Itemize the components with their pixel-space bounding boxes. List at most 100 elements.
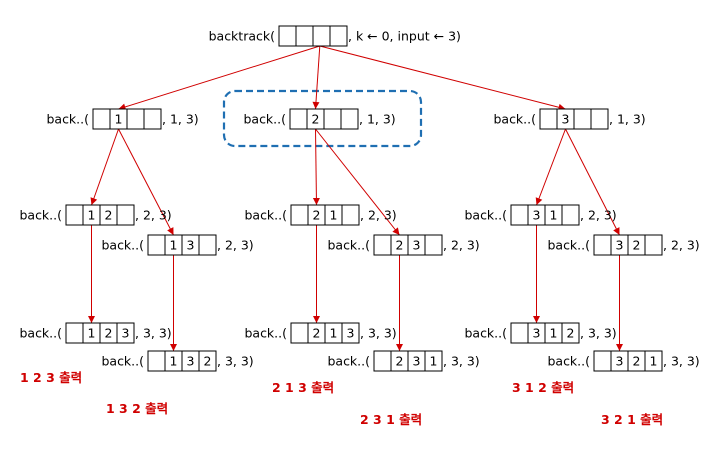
call-prefix: back..( bbox=[547, 238, 590, 253]
array-cell bbox=[539, 108, 558, 130]
array-cell-value: 3 bbox=[347, 326, 355, 341]
array-cell bbox=[561, 204, 580, 226]
call-prefix: backtrack( bbox=[209, 29, 275, 44]
edge-n3-n32 bbox=[565, 128, 620, 236]
call-suffix: , k ← 0, input ← 3) bbox=[348, 29, 461, 44]
arrowhead-n3-n32 bbox=[613, 227, 620, 235]
call-prefix: back..( bbox=[243, 112, 286, 127]
array-cell bbox=[373, 350, 392, 372]
output-label-o231: 2 3 1 출력 bbox=[360, 412, 422, 427]
array-cell bbox=[341, 322, 360, 344]
array-cell bbox=[644, 234, 663, 256]
array-cell bbox=[65, 204, 84, 226]
call-suffix: , 2, 3) bbox=[663, 238, 700, 253]
array-cell bbox=[143, 108, 162, 130]
call-node-n3: back..( 3 , 1, 3) bbox=[493, 108, 646, 130]
array-cell bbox=[424, 350, 443, 372]
highlight-box-n2 bbox=[222, 89, 423, 148]
call-suffix: , 2, 3) bbox=[580, 208, 617, 223]
output-label-o321: 3 2 1 출력 bbox=[601, 412, 663, 427]
array-cell-value: 3 bbox=[413, 354, 421, 369]
array-cell-value: 2 bbox=[105, 326, 113, 341]
array-cell-value: 2 bbox=[396, 354, 404, 369]
edge-n2-n21 bbox=[315, 128, 317, 206]
array-cell-value: 1 bbox=[88, 208, 96, 223]
edge-n2-n23 bbox=[315, 128, 400, 236]
array-cell bbox=[290, 322, 309, 344]
call-node-n1: back..(1, 1, 3) bbox=[46, 108, 199, 130]
array-cell bbox=[116, 204, 135, 226]
call-prefix: back..( bbox=[464, 326, 507, 341]
array-cell bbox=[323, 108, 342, 130]
call-prefix: back..( bbox=[327, 238, 370, 253]
call-prefix: back..( bbox=[244, 208, 287, 223]
array-cell-value: 3 bbox=[616, 238, 624, 253]
array-cell-value: 3 bbox=[187, 354, 195, 369]
array-cell-value: 1 bbox=[330, 208, 338, 223]
call-suffix: , 2, 3) bbox=[135, 208, 172, 223]
arrowhead-n21-n213 bbox=[313, 316, 320, 323]
call-suffix: , 3, 3) bbox=[580, 326, 617, 341]
arrowhead-n3-n31 bbox=[535, 197, 543, 205]
call-prefix: back..( bbox=[101, 354, 144, 369]
array-cell bbox=[116, 322, 135, 344]
array-cell bbox=[126, 108, 145, 130]
array-cell-value: 2 bbox=[313, 208, 321, 223]
edge-root-n1 bbox=[118, 45, 320, 110]
array-cell bbox=[65, 322, 84, 344]
call-prefix: back..( bbox=[547, 354, 590, 369]
array-cell bbox=[147, 234, 166, 256]
array-cell-value: 3 bbox=[122, 326, 130, 341]
arrowhead-root-n2 bbox=[312, 101, 320, 109]
call-prefix: back..( bbox=[493, 112, 536, 127]
call-prefix: back..( bbox=[101, 238, 144, 253]
arrowhead-n13-n132 bbox=[170, 344, 177, 351]
array-cell-value: 2 bbox=[204, 354, 212, 369]
arrowhead-n1-n13 bbox=[167, 227, 174, 235]
arrowhead-n1-n12 bbox=[90, 197, 98, 205]
array-cell bbox=[510, 322, 529, 344]
array-cell-value: 1 bbox=[170, 238, 178, 253]
array-cell-value: 3 bbox=[562, 112, 570, 127]
arrowhead-n32-n321 bbox=[616, 344, 623, 351]
call-suffix: , 3, 3) bbox=[663, 354, 700, 369]
array-cell bbox=[341, 204, 360, 226]
call-node-n2: back..(2, 1, 3) bbox=[243, 108, 396, 130]
arrowhead-n2-n21 bbox=[312, 197, 320, 205]
call-suffix: , 1, 3) bbox=[609, 112, 646, 127]
output-label-o213: 2 1 3 출력 bbox=[272, 380, 334, 395]
call-prefix: back..( bbox=[19, 208, 62, 223]
array-cell-value: 2 bbox=[633, 238, 641, 253]
array-cell-value: 3 bbox=[187, 238, 195, 253]
array-cell-value: 1 bbox=[550, 208, 558, 223]
arrowhead-n31-n312 bbox=[533, 316, 540, 323]
call-node-root: backtrack( , k ← 0, input ← 3) bbox=[209, 25, 461, 47]
array-cell bbox=[573, 108, 592, 130]
array-cell-value: 3 bbox=[533, 326, 541, 341]
array-cell bbox=[593, 350, 612, 372]
call-suffix: , 2, 3) bbox=[360, 208, 397, 223]
array-cell bbox=[561, 322, 580, 344]
output-label-o123: 1 2 3 출력 bbox=[20, 370, 82, 385]
array-cell-value: 2 bbox=[396, 238, 404, 253]
array-cell bbox=[424, 234, 443, 256]
array-cell bbox=[329, 25, 348, 47]
array-cell-value: 1 bbox=[88, 326, 96, 341]
array-cell-value: 1 bbox=[115, 112, 123, 127]
array-cell bbox=[289, 108, 308, 130]
call-suffix: , 3, 3) bbox=[360, 326, 397, 341]
call-suffix: , 2, 3) bbox=[443, 238, 480, 253]
array-cell bbox=[198, 350, 217, 372]
call-suffix: , 3, 3) bbox=[135, 326, 172, 341]
arrowhead-n12-n123 bbox=[88, 316, 95, 323]
array-cell bbox=[593, 234, 612, 256]
